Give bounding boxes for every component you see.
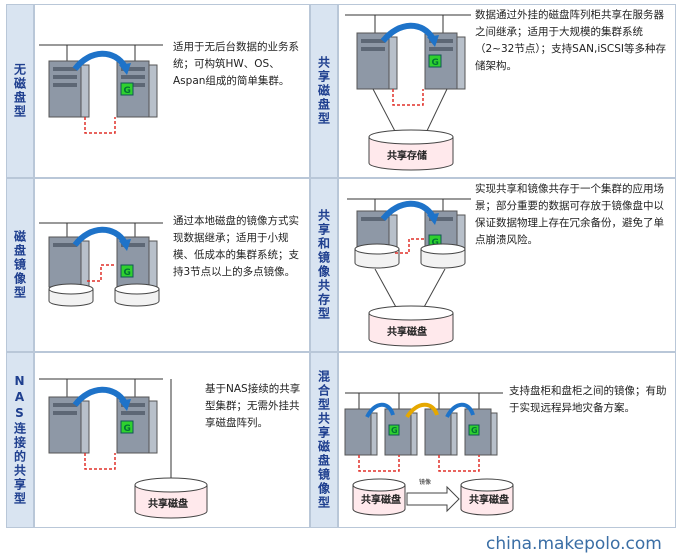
category-cell-shared-disk: 共享磁盘型 [310,4,338,178]
server-left [48,236,90,288]
mirror-label: 镜像 [419,478,431,486]
server-3 [424,408,458,456]
disk-label-b: 共享磁盘 [469,493,509,506]
g-badge-icon [428,54,442,68]
mirror-disk-left-icon [354,243,400,269]
category-cell-shared-mirror: 共享和镜像共存型 [310,178,338,352]
shared-disk-b-icon: 共享磁盘 [460,478,514,516]
description-text: 基于NAS接续的共享型集群；无需外挂共享磁盘阵列。 [205,383,301,429]
description-text: 通过本地磁盘的镜像方式实现数据继承；适用于小规模、低成本的集群系统；支持3节点以… [173,215,299,278]
failover-arrow-icon [380,200,436,222]
cluster-types-table: 无磁盘型 G [6,4,676,528]
description-text: 数据通过外挂的磁盘阵列柜共享在服务器之间继承；适用于大规模的集群系统（2~32节… [475,9,666,72]
shared-storage-disk-icon: 共享存储 [368,129,454,171]
shared-disk-diagram: G 共享存储 [345,14,471,171]
failover-arrow-icon [445,402,475,419]
g-badge-icon [120,420,134,434]
svg-text:G: G [432,58,439,68]
category-label: 共享磁盘型 [316,56,331,126]
disk-label: 共享磁盘 [387,325,427,338]
category-cell-disk-mirror: 磁盘镜像型 [6,178,34,352]
local-disk-left-icon [48,283,94,307]
server-left [48,396,90,454]
disk-label: 共享存储 [387,149,427,162]
category-label: 无磁盘型 [12,63,27,119]
svg-text:G: G [432,238,439,248]
panel-shared-disk: G 共享存储 数据通过外挂的磁盘阵列柜共享在服务器之间继承；适用于大规模的集群系… [338,4,676,178]
g-badge-icon [120,264,134,278]
description-text: 支持盘柜和盘柜之间的镜像；有助于实现远程异地灾备方案。 [509,385,667,414]
panel-nas-shared: G 共享磁盘 基于NAS接续的共享型集群；无需外挂共享磁盘阵列。 [34,352,310,528]
panel-shared-mirror: G 共享磁盘 实现共享和镜像共存于一个集群的应用场景；部分重要的数据可存放于镜像… [338,178,676,352]
svg-text:G: G [124,86,131,96]
server-left [48,60,90,118]
no-disk-diagram: G [39,44,163,134]
disk-mirror-diagram: G [39,222,163,307]
server-right [116,236,158,288]
panel-disk-mirror: G 通过本地磁盘的镜像方式实现数据继承；适用于小规模、低成本的集群系统；支持3节… [34,178,310,352]
mirror-arrow-icon: 镜像 [406,478,460,513]
g-badge-icon [120,82,134,96]
category-label: NAS连接的共享型 [12,374,27,506]
nas-shared-diagram: G 共享磁盘 [39,378,208,519]
disk-label: 共享磁盘 [148,497,188,510]
category-label: 共享和镜像共存型 [316,209,331,321]
description-text: 适用于无后台数据的业务系统；可构筑HW、OS、Aspan组成的简单集群。 [173,41,299,87]
svg-text:G: G [124,268,131,278]
mirror-disk-right-icon [420,243,466,269]
category-label: 磁盘镜像型 [12,230,27,300]
category-cell-nas-shared: NAS连接的共享型 [6,352,34,528]
hybrid-mirror-diagram: G G 共享磁盘 镜像 共享磁盘 [344,392,514,516]
shared-disk-a-icon: 共享磁盘 [352,478,406,516]
failover-arrow-icon [380,22,436,44]
category-cell-hybrid-mirror: 混合型共享磁盘镜像型 [310,352,338,528]
category-cell-no-disk: 无磁盘型 [6,4,34,178]
panel-no-disk: G 适用于无后台数据的业务系统；可构筑HW、OS、Aspan组成的简单集群。 [34,4,310,178]
nas-disk-icon: 共享磁盘 [134,477,208,519]
failover-arrow-icon [365,402,395,419]
local-disk-right-icon [114,283,160,307]
site-failover-arrow-icon [405,402,439,419]
disk-label-a: 共享磁盘 [361,493,401,506]
server-1 [344,408,378,456]
svg-text:G: G [391,426,398,435]
server-left [356,32,398,90]
failover-arrow-icon [72,226,128,247]
shared-disk-icon: 共享磁盘 [368,305,454,347]
g-badge-icon [468,424,480,436]
description-text: 实现共享和镜像共存于一个集群的应用场景；部分重要的数据可存放于镜像盘中以保证数据… [475,183,664,246]
server-right [116,60,158,118]
panel-hybrid-mirror: G G 共享磁盘 镜像 共享磁盘 支持盘柜和盘柜之间的镜像；有助于实现远程异地灾… [338,352,676,528]
g-badge-icon [388,424,400,436]
svg-text:G: G [124,424,131,434]
shared-mirror-diagram: G 共享磁盘 [347,198,471,347]
category-label: 混合型共享磁盘镜像型 [316,370,331,510]
failover-arrow-icon [72,50,128,71]
svg-text:G: G [471,426,478,435]
watermark: china.makepolo.com [486,534,662,554]
failover-arrow-icon [72,386,128,407]
